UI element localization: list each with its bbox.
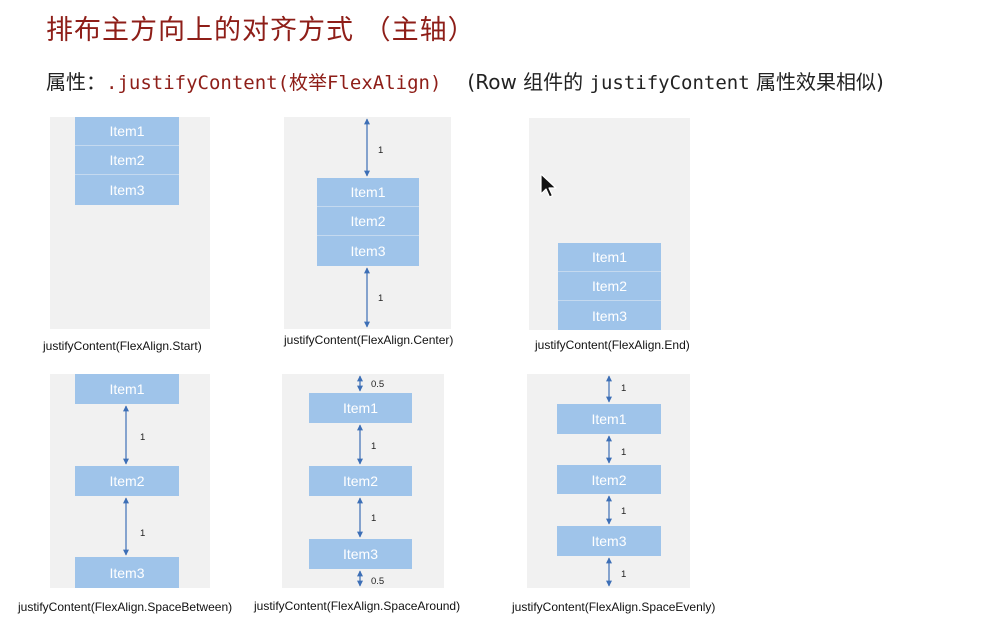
gap-label: 1 bbox=[378, 293, 383, 304]
gap-label: 1 bbox=[371, 441, 376, 452]
item-1: Item1 bbox=[317, 178, 419, 207]
item-2: Item2 bbox=[557, 465, 661, 494]
item-3: Item3 bbox=[558, 301, 661, 330]
item-2: Item2 bbox=[75, 466, 179, 496]
row-note-open: (Row 组件的 bbox=[467, 70, 590, 94]
gap-label: 1 bbox=[621, 447, 626, 458]
item-3: Item3 bbox=[75, 557, 179, 588]
item-1: Item1 bbox=[75, 117, 179, 146]
caption-space-between: justifyContent(FlexAlign.SpaceBetween) bbox=[18, 600, 233, 614]
item-3: Item3 bbox=[557, 526, 661, 556]
item-3: Item3 bbox=[309, 539, 412, 569]
row-note-code: justifyContent bbox=[589, 72, 750, 94]
gap-label: 1 bbox=[140, 432, 145, 443]
item-2: Item2 bbox=[309, 466, 412, 496]
item-3: Item3 bbox=[75, 175, 179, 205]
gap-label: 1 bbox=[378, 145, 383, 156]
property-code: .justifyContent(枚举FlexAlign) bbox=[106, 72, 442, 94]
gap-label: 1 bbox=[371, 513, 376, 524]
caption-center: justifyContent(FlexAlign.Center) bbox=[284, 333, 454, 347]
property-label: 属性： bbox=[46, 70, 106, 94]
gap-label: 1 bbox=[621, 506, 626, 517]
caption-space-evenly: justifyContent(FlexAlign.SpaceEvenly) bbox=[512, 600, 716, 614]
item-1: Item1 bbox=[558, 243, 661, 272]
row-note-close: 属性效果相似) bbox=[749, 70, 884, 94]
gap-label: 1 bbox=[621, 569, 626, 580]
gap-label: 1 bbox=[621, 383, 626, 394]
gap-label: 1 bbox=[140, 528, 145, 539]
item-2: Item2 bbox=[75, 146, 179, 175]
item-1: Item1 bbox=[309, 393, 412, 423]
caption-start: justifyContent(FlexAlign.Start) bbox=[43, 339, 202, 353]
caption-space-around: justifyContent(FlexAlign.SpaceAround) bbox=[254, 599, 461, 613]
mouse-cursor-icon bbox=[540, 173, 557, 198]
item-2: Item2 bbox=[558, 272, 661, 301]
gap-label: 0.5 bbox=[371, 576, 384, 587]
item-1: Item1 bbox=[557, 404, 661, 434]
item-2: Item2 bbox=[317, 207, 419, 236]
item-3: Item3 bbox=[317, 236, 419, 266]
row-note: (Row 组件的 justifyContent 属性效果相似) bbox=[467, 70, 883, 94]
subtitle: 属性：.justifyContent(枚举FlexAlign) (Row 组件的 … bbox=[46, 66, 884, 95]
page-title: 排布主方向上的对齐方式 （主轴） bbox=[46, 15, 476, 46]
caption-end: justifyContent(FlexAlign.End) bbox=[535, 338, 690, 352]
gap-label: 0.5 bbox=[371, 379, 384, 390]
item-1: Item1 bbox=[75, 374, 179, 404]
